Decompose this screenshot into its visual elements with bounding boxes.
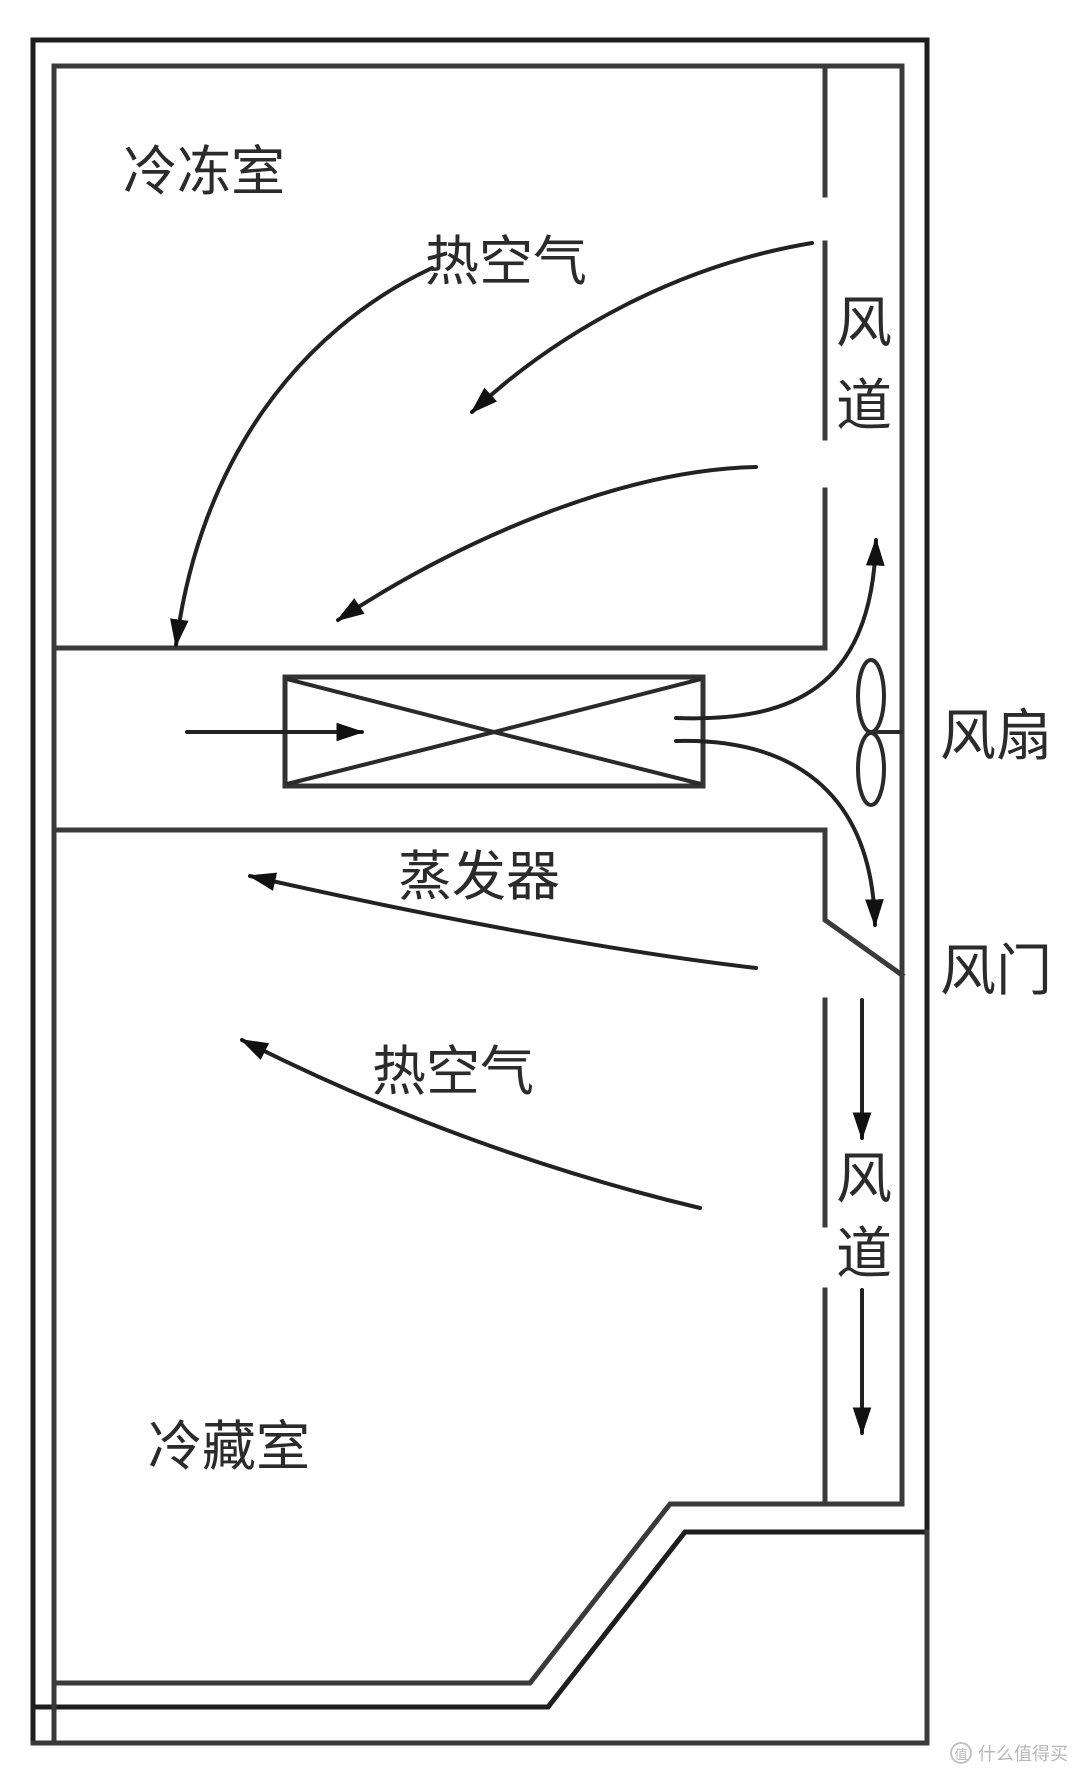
freezer-airflow-arrow-3 [336,465,758,622]
fan-icon [856,658,902,807]
fan-label: 风扇 [940,704,1052,769]
freezer-airflow-arrow-2 [470,241,814,414]
upper-duct-label-2: 道 [836,374,892,439]
fan-outflow-up-arrow [674,537,885,721]
outer-cabinet-wall [30,37,930,1746]
watermark-text: 什么值得买 [978,1744,1068,1765]
lower-duct-label-2: 道 [836,1222,892,1287]
hot-air-label-lower: 热空气 [372,1040,534,1103]
evaporator [282,674,706,789]
refrigerator-ceiling [51,827,906,979]
evaporator-label: 蒸发器 [398,845,560,908]
damper-label: 风门 [940,939,1052,1004]
watermark-badge-icon: 值 [950,1742,972,1764]
inner-liner-wall [51,63,905,1746]
hot-air-label-upper: 热空气 [425,230,587,293]
lower-duct-label-1: 风 [836,1147,892,1212]
freezer-airflow-arrow-1 [170,266,434,648]
fan-outflow-down-arrow [674,738,884,928]
fridge-airflow-arrow-1 [247,872,758,970]
refrigerator-label: 冷藏室 [148,1415,310,1478]
upper-duct-label-1: 风 [836,291,892,356]
freezer-label: 冷冻室 [123,140,285,203]
watermark: 值 什么值得买 [950,1740,1068,1766]
fridge-airflow-arrow-2 [239,1038,702,1210]
